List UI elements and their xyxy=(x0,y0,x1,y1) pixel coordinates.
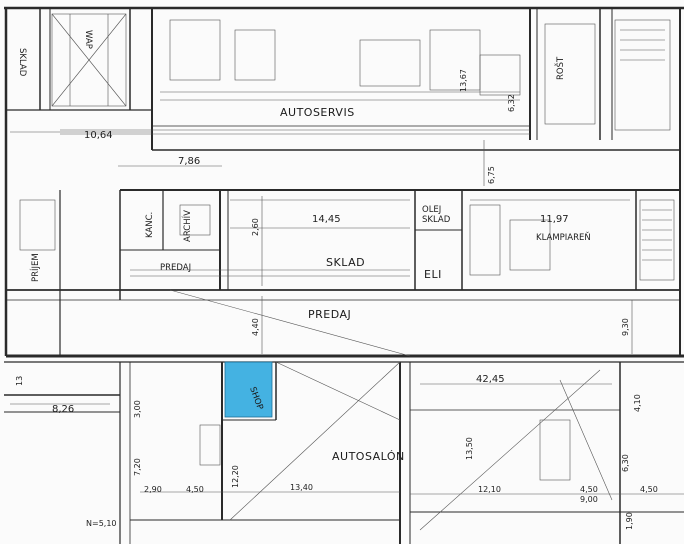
room-label-eli: ELI xyxy=(424,268,442,281)
room-label-wap: WAP xyxy=(83,30,93,49)
room-label-autosalon: AUTOSALÓN xyxy=(332,450,405,463)
dim-label: 13,50 xyxy=(465,437,474,460)
dim-label: 42,45 xyxy=(476,374,505,385)
dim-label: 8,26 xyxy=(52,404,74,415)
dim-label: 7,20 xyxy=(133,458,142,476)
dim-label: 4,50 xyxy=(186,485,204,494)
shop-highlight[interactable] xyxy=(224,361,273,418)
dim-label: 10,64 xyxy=(84,130,113,141)
service-fixtures xyxy=(160,19,671,131)
showroom-walls xyxy=(4,362,684,544)
showroom-diagonals xyxy=(199,361,613,531)
middle-fixtures xyxy=(19,199,675,357)
dim-label: 2,60 xyxy=(251,218,260,236)
room-label-rost: ROŠT xyxy=(554,56,566,80)
middle-band-walls xyxy=(6,189,680,356)
room-label-sklad-top: SKLAD xyxy=(17,48,27,77)
dim-label: 3,00 xyxy=(133,400,142,418)
room-label-predaj-small: PREDAJ xyxy=(160,263,191,273)
wap-lift-hatch xyxy=(51,13,127,107)
dimension-lines xyxy=(10,131,684,495)
room-label-prijem: PRÍJEM xyxy=(29,253,41,282)
room-label-sklad-mid: SKLAD xyxy=(326,256,365,269)
dim-label: 4,50 xyxy=(580,485,598,494)
dim-label: 4,50 xyxy=(640,485,658,494)
dim-label: 7,86 xyxy=(178,156,200,167)
dim-label: 11,97 xyxy=(540,214,569,225)
dim-label: 14,45 xyxy=(312,214,341,225)
dim-label: 13,67 xyxy=(459,69,468,92)
dim-label: N=5,10 xyxy=(86,519,117,528)
dim-label: 9,00 xyxy=(580,495,598,504)
dim-label: 12,20 xyxy=(231,465,240,488)
dim-label: 1,90 xyxy=(625,512,634,530)
room-label-olej-sklad: SKLAD xyxy=(422,215,451,225)
dim-label: 6,32 xyxy=(507,94,516,112)
room-label-predaj-main: PREDAJ xyxy=(308,308,351,321)
dim-label: 13 xyxy=(15,376,24,386)
room-label-autoservis: AUTOSERVIS xyxy=(280,106,355,119)
dim-label: 13,40 xyxy=(290,483,313,492)
room-label-klampiaren: KLAMPIAREŇ xyxy=(536,232,591,243)
room-label-archiv: ARCHÍV xyxy=(181,210,193,242)
dim-label: 9,30 xyxy=(621,318,630,336)
outer-walls xyxy=(4,6,684,363)
dim-label: 2,90 xyxy=(144,485,162,494)
dim-label: 4,40 xyxy=(251,318,260,336)
service-area-walls xyxy=(6,8,680,151)
dim-label: 6,75 xyxy=(487,166,496,184)
room-label-olej: OLEJ xyxy=(422,205,441,215)
dim-label: 12,10 xyxy=(478,485,501,494)
dim-label: 4,10 xyxy=(633,394,642,412)
dim-label: 6,30 xyxy=(621,454,630,472)
room-label-kanc: KANC. xyxy=(145,212,155,238)
